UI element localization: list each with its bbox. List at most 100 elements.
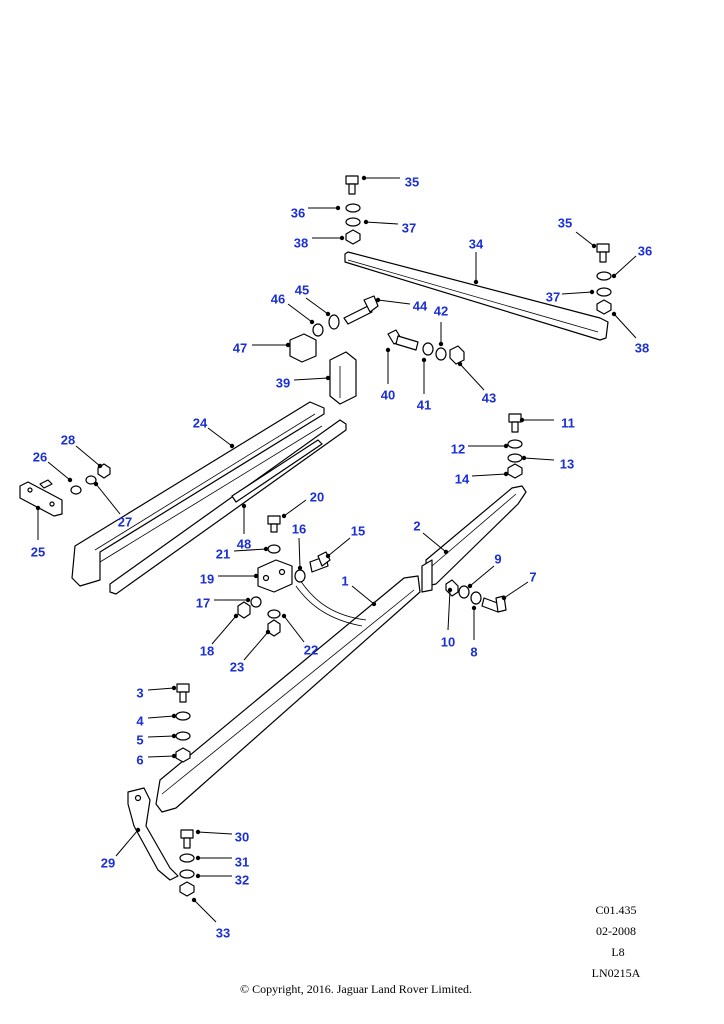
callout-leader-26 bbox=[47, 461, 71, 481]
callout-dot-43 bbox=[457, 361, 463, 367]
callout-24: 24 bbox=[193, 415, 208, 430]
copyright-notice: © Copyright, 2016. Jaguar Land Rover Lim… bbox=[239, 982, 473, 996]
callout-leader-16 bbox=[298, 537, 301, 569]
callout-dot-21 bbox=[263, 546, 269, 552]
callout-38: 38 bbox=[635, 340, 649, 355]
callout-leader-39 bbox=[293, 377, 329, 381]
callout-18: 18 bbox=[200, 643, 214, 658]
rail-24 bbox=[71, 401, 325, 587]
callout-dot-15 bbox=[325, 553, 331, 559]
callout-47: 47 bbox=[233, 340, 247, 355]
callout-leader-1 bbox=[351, 585, 375, 605]
callout-28: 28 bbox=[61, 432, 75, 447]
callout-dot-45 bbox=[325, 311, 331, 317]
diagram-date: 02-2008 bbox=[596, 924, 636, 938]
callout-16: 16 bbox=[292, 521, 306, 536]
diagram-level: L8 bbox=[611, 945, 625, 959]
callout-dot-9 bbox=[467, 583, 473, 589]
callout-leader-24 bbox=[207, 427, 233, 447]
callout-4: 4 bbox=[136, 713, 144, 728]
callout-1: 1 bbox=[341, 573, 348, 588]
callout-leader-30 bbox=[197, 831, 233, 835]
callout-dot-40 bbox=[385, 347, 391, 353]
callout-37: 37 bbox=[546, 289, 560, 304]
callout-32: 32 bbox=[235, 872, 249, 887]
callout-33: 33 bbox=[216, 925, 230, 940]
callout-11: 11 bbox=[561, 415, 575, 430]
callout-dot-18 bbox=[233, 613, 239, 619]
callout-27: 27 bbox=[118, 514, 132, 529]
callout-31: 31 bbox=[235, 854, 249, 869]
callout-45: 45 bbox=[295, 282, 309, 297]
callout-dot-30 bbox=[195, 829, 201, 835]
callout-10: 10 bbox=[441, 634, 455, 649]
callout-leader-5 bbox=[147, 735, 175, 738]
callout-leader-23 bbox=[243, 631, 269, 661]
callout-8: 8 bbox=[470, 644, 477, 659]
step-plate-2 bbox=[425, 485, 527, 587]
callout-2: 2 bbox=[413, 518, 420, 533]
callout-36: 36 bbox=[291, 205, 305, 220]
callout-21: 21 bbox=[216, 546, 230, 561]
callout-39: 39 bbox=[276, 375, 290, 390]
callout-leader-28 bbox=[75, 445, 101, 467]
callout-dot-44 bbox=[375, 297, 381, 303]
callout-9: 9 bbox=[494, 551, 501, 566]
callout-40: 40 bbox=[381, 387, 395, 402]
callout-dot-14 bbox=[503, 471, 509, 477]
callout-leader-29 bbox=[115, 829, 139, 857]
callout-15: 15 bbox=[351, 523, 365, 538]
callout-dot-20 bbox=[281, 513, 287, 519]
callout-48: 48 bbox=[237, 536, 251, 551]
callout-dot-12 bbox=[503, 443, 509, 449]
callout-dot-10 bbox=[447, 587, 453, 593]
callout-dot-2 bbox=[443, 549, 449, 555]
callout-38: 38 bbox=[294, 235, 308, 250]
callout-26: 26 bbox=[33, 449, 47, 464]
callout-dot-35 bbox=[591, 243, 597, 249]
callout-13: 13 bbox=[560, 456, 574, 471]
callout-17: 17 bbox=[196, 595, 210, 610]
callout-leader-10 bbox=[447, 589, 451, 631]
part-shapes bbox=[19, 175, 612, 897]
callout-dot-36 bbox=[335, 205, 341, 211]
step-1 bbox=[155, 575, 421, 813]
callout-19: 19 bbox=[200, 571, 214, 586]
callout-leader-21 bbox=[233, 548, 267, 552]
callout-leader-44 bbox=[377, 299, 411, 305]
callout-dot-19 bbox=[253, 573, 259, 579]
callout-dot-37 bbox=[589, 289, 595, 295]
bracket-39 bbox=[329, 351, 357, 405]
callout-leader-27 bbox=[95, 483, 121, 515]
callout-dot-48 bbox=[241, 503, 247, 509]
callout-dot-3 bbox=[171, 685, 177, 691]
strap bbox=[295, 585, 363, 627]
callout-12: 12 bbox=[451, 441, 465, 456]
callout-22: 22 bbox=[304, 642, 318, 657]
callout-leader-36 bbox=[613, 255, 637, 277]
callout-dot-31 bbox=[195, 855, 201, 861]
callout-25: 25 bbox=[31, 544, 45, 559]
callout-dot-5 bbox=[171, 733, 177, 739]
callout-leader-46 bbox=[287, 303, 313, 323]
callout-leader-13 bbox=[523, 457, 555, 461]
diagram-ref: LN0215A bbox=[591, 966, 641, 980]
callout-6: 6 bbox=[136, 752, 143, 767]
callout-7: 7 bbox=[529, 569, 536, 584]
diagram-code: C01.435 bbox=[595, 903, 637, 917]
callout-30: 30 bbox=[235, 829, 249, 844]
callout-dot-29 bbox=[135, 827, 141, 833]
callout-46: 46 bbox=[271, 291, 285, 306]
callout-dot-46 bbox=[309, 319, 315, 325]
callout-dot-4 bbox=[171, 713, 177, 719]
callout-leader-6 bbox=[147, 755, 175, 758]
callout-leader-33 bbox=[193, 899, 217, 923]
callout-41: 41 bbox=[417, 397, 431, 412]
callout-dot-34 bbox=[473, 279, 479, 285]
callout-dot-38 bbox=[339, 235, 345, 241]
callout-dot-17 bbox=[245, 597, 251, 603]
callout-leader-43 bbox=[459, 363, 485, 391]
callout-42: 42 bbox=[434, 303, 448, 318]
callout-leader-38 bbox=[613, 313, 637, 339]
callout-29: 29 bbox=[101, 855, 115, 870]
